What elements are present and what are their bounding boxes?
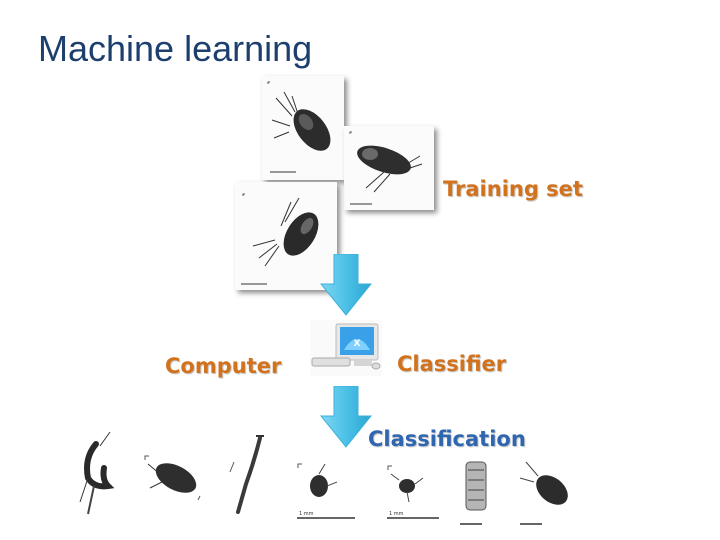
training-image-3: [235, 182, 337, 290]
slide-title: Machine learning: [38, 28, 313, 69]
specimen-1: [74, 428, 124, 520]
down-arrow-2: [320, 386, 372, 448]
computer-label: Computer: [165, 354, 282, 378]
specimen-4: 1 mm: [295, 460, 357, 522]
classifier-label: Classifier: [397, 352, 507, 376]
specimen-2: [142, 452, 204, 504]
svg-text:1 mm: 1 mm: [389, 511, 404, 517]
classification-label: Classification: [368, 427, 526, 451]
training-set-label: Training set: [443, 177, 583, 201]
specimen-6: [456, 454, 500, 528]
down-arrow-1: [320, 254, 372, 316]
specimen-7: [516, 456, 576, 528]
specimen-5: 1 mm: [385, 462, 443, 522]
training-image-1: [262, 76, 344, 180]
training-image-2: [344, 126, 434, 210]
svg-text:1 mm: 1 mm: [299, 511, 314, 517]
svg-text:X: X: [354, 339, 361, 349]
computer-icon: X: [310, 320, 382, 376]
specimen-3: [220, 432, 272, 518]
